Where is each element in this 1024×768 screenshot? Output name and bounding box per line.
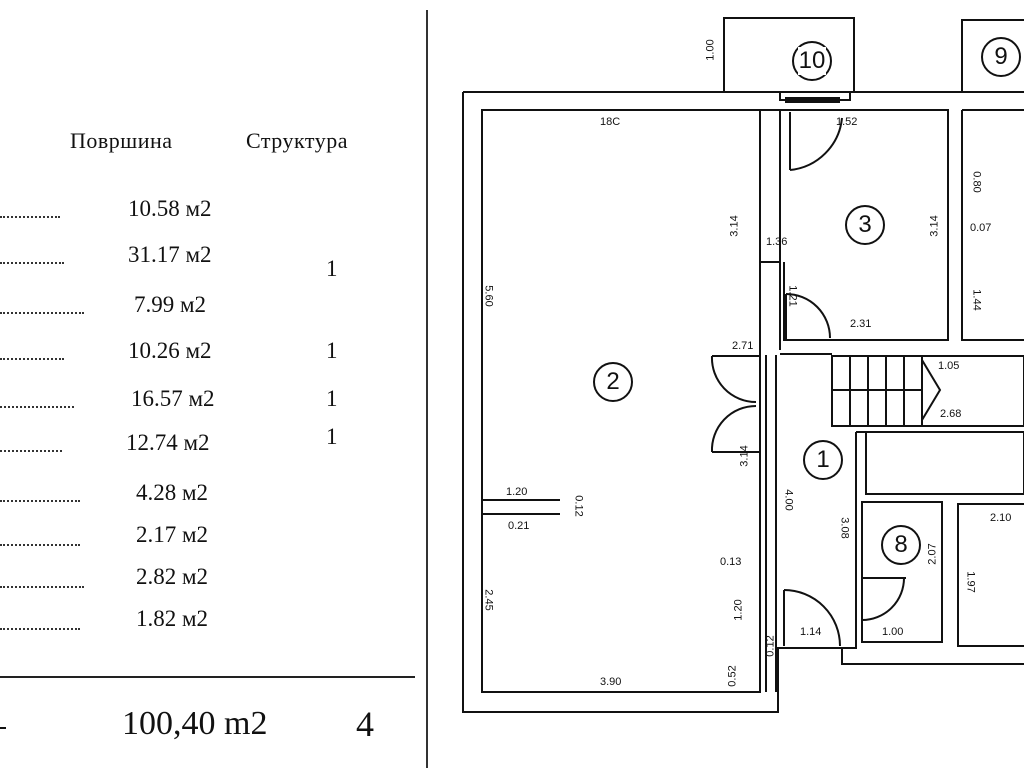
dimension-label: 1.97 bbox=[964, 571, 977, 593]
dimension-label: 2.31 bbox=[850, 318, 872, 330]
dimension-label: 0.80 bbox=[970, 171, 983, 193]
leader-dots bbox=[0, 580, 84, 588]
dimension-label: 1.20 bbox=[506, 486, 528, 498]
dimension-label: 1.21 bbox=[786, 285, 799, 307]
dimension-label: 1.14 bbox=[800, 626, 822, 638]
row-area-value: 10.26 м2 bbox=[128, 338, 212, 363]
dimension-label: 2.71 bbox=[732, 340, 754, 352]
dimension-label: 3.08 bbox=[838, 517, 851, 539]
dimension-label: 2.68 bbox=[940, 408, 962, 420]
leader-dots bbox=[0, 622, 80, 630]
dimension-label: 0.13 bbox=[720, 556, 742, 568]
leader-dots bbox=[0, 256, 64, 264]
row-area-value: 10.58 м2 bbox=[128, 196, 212, 221]
dimension-label: 3.14 bbox=[738, 445, 751, 467]
dimension-label: 4.00 bbox=[782, 489, 795, 511]
room-number-10: 10 bbox=[798, 47, 826, 75]
room-number-9: 9 bbox=[991, 43, 1011, 71]
leader-dots bbox=[0, 210, 60, 218]
row-structure-value: 1 bbox=[326, 386, 338, 411]
dimension-label: 2.45 bbox=[482, 589, 495, 611]
dimension-label: 0.12 bbox=[764, 635, 777, 657]
dimension-label: 3.14 bbox=[728, 215, 741, 237]
row-area-value: 16.57 м2 bbox=[131, 386, 215, 411]
dimension-label: 2.07 bbox=[926, 543, 939, 565]
total-dash bbox=[0, 727, 6, 729]
dimension-label: 2.10 bbox=[990, 512, 1012, 524]
row-area-value: 12.74 м2 bbox=[126, 430, 210, 455]
dimension-label: 1.44 bbox=[970, 289, 983, 311]
dimension-label: 18C bbox=[600, 116, 621, 128]
row-structure-value: 1 bbox=[326, 338, 338, 363]
total-divider bbox=[0, 676, 415, 678]
dimension-label: 1.00 bbox=[704, 39, 717, 61]
dimension-label: 1.05 bbox=[938, 360, 960, 372]
leader-dots bbox=[0, 444, 62, 452]
row-structure-value: 1 bbox=[326, 424, 338, 449]
total-area: 100,40 m2 bbox=[122, 705, 268, 742]
total-structure: 4 bbox=[356, 704, 374, 744]
page-divider bbox=[426, 10, 428, 768]
row-area-value: 2.17 м2 bbox=[136, 522, 209, 547]
row-structure-value: 1 bbox=[326, 256, 338, 281]
row-area-value: 4.28 м2 bbox=[136, 480, 209, 505]
dimension-label: 1.00 bbox=[882, 626, 904, 638]
structure-column-header: Структура bbox=[246, 128, 348, 153]
dimension-label: 0.07 bbox=[970, 222, 992, 234]
leader-dots bbox=[0, 306, 84, 314]
dimension-label: 3.14 bbox=[928, 215, 941, 237]
row-area-value: 31.17 м2 bbox=[128, 242, 212, 267]
dimension-label: 5.60 bbox=[482, 285, 495, 307]
dimension-label: 1.36 bbox=[766, 236, 788, 248]
dimension-label: 0.21 bbox=[508, 520, 530, 532]
dimension-label: 1.20 bbox=[732, 599, 745, 621]
dimension-label: 0.52 bbox=[726, 665, 739, 687]
leader-dots bbox=[0, 538, 80, 546]
row-area-value: 7.99 м2 bbox=[134, 292, 207, 317]
room-number-8: 8 bbox=[891, 531, 911, 559]
leader-dots bbox=[0, 494, 80, 502]
row-area-value: 1.82 м2 bbox=[136, 606, 209, 631]
area-column-header: Површина bbox=[70, 128, 173, 153]
dimension-label: 0.12 bbox=[572, 495, 585, 517]
room-number-3: 3 bbox=[855, 211, 875, 239]
dimension-label: 1.52 bbox=[836, 116, 858, 128]
dimension-label: 3.90 bbox=[600, 676, 622, 688]
room-number-2: 2 bbox=[603, 368, 623, 396]
leader-dots bbox=[0, 352, 64, 360]
room-number-1: 1 bbox=[813, 446, 833, 474]
row-area-value: 2.82 м2 bbox=[136, 564, 209, 589]
leader-dots bbox=[0, 400, 74, 408]
